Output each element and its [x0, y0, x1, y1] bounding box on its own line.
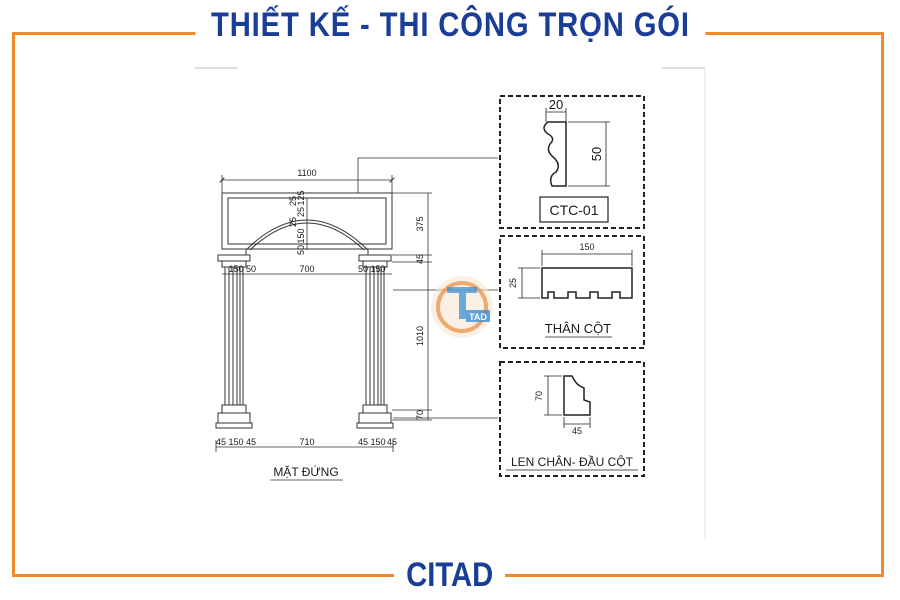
footer-brand: CITAD — [394, 556, 506, 595]
ctc-detail: 20 50 CTC-01 — [539, 97, 610, 223]
elevation-caption: MẶT ĐỨNG — [273, 464, 338, 479]
dim-base-height: 70 — [415, 410, 425, 420]
right-base — [362, 404, 388, 414]
left-capital — [217, 254, 251, 262]
than-cot-label: THÂN CỘT — [545, 321, 612, 336]
citad-logo: TAD — [431, 276, 493, 338]
dim-cap-height: 45 — [415, 254, 425, 264]
dim-arch-1: 25 — [296, 207, 306, 217]
dim-height-top: 375 — [415, 216, 425, 231]
elevation-drawing — [215, 192, 394, 429]
footer-banner: CITAD — [0, 552, 900, 600]
dim-b-right-a: 45 — [358, 437, 368, 447]
dim-b-left-a: 45 — [216, 437, 226, 447]
dim-right-col: 150 — [370, 264, 385, 274]
dim-frame-top: 25 — [288, 196, 298, 206]
left-base — [221, 404, 247, 414]
dim-b-right-col: 150 — [370, 437, 385, 447]
than-cot-height: 25 — [508, 278, 518, 288]
dim-opening: 700 — [299, 264, 314, 274]
dim-b-opening: 710 — [299, 437, 314, 447]
ctc-width: 20 — [549, 97, 563, 112]
page-title: THIẾT KẾ - THI CÔNG TRỌN GÓI — [195, 6, 705, 45]
than-cot-detail: 150 25 THÂN CỘT — [508, 242, 633, 338]
dim-left-gap: 50 — [246, 264, 256, 274]
dim-left-col: 150 — [228, 264, 243, 274]
dim-arch-3: 25 — [288, 217, 298, 227]
right-capital — [358, 254, 392, 262]
dim-arch-4: 150 — [296, 228, 306, 243]
dim-b-right-b: 45 — [387, 437, 397, 447]
than-cot-width: 150 — [579, 242, 594, 252]
ctc-label: CTC-01 — [549, 202, 598, 218]
len-chan-height: 70 — [534, 391, 544, 401]
dim-b-left-b: 45 — [246, 437, 256, 447]
than-cot-box — [499, 235, 645, 349]
len-chan-label: LEN CHÂN- ĐẦU CỘT — [511, 454, 634, 469]
dim-b-left-col: 150 — [228, 437, 243, 447]
dim-arch-2: 125 — [296, 190, 306, 205]
dim-shaft-height: 1010 — [415, 326, 425, 346]
ctc-box — [499, 95, 645, 229]
detail-boxes — [499, 95, 645, 477]
dim-overall-width: 1100 — [297, 168, 316, 178]
len-chan-width: 45 — [572, 426, 582, 436]
elevation-labels: 1100 25 25 125 25 150 50 375 45 1010 70 … — [216, 168, 425, 447]
ctc-height: 50 — [589, 147, 604, 161]
header-banner: THIẾT KẾ - THI CÔNG TRỌN GÓI — [0, 0, 900, 64]
len-chan-box — [499, 361, 645, 477]
logo-text: TAD — [469, 312, 487, 322]
dimension-lines — [215, 157, 498, 481]
len-chan-detail: 70 45 LEN CHÂN- ĐẦU CỘT — [506, 375, 638, 471]
dim-right-gap: 50 — [358, 264, 368, 274]
dim-arch-5: 50 — [296, 245, 306, 255]
